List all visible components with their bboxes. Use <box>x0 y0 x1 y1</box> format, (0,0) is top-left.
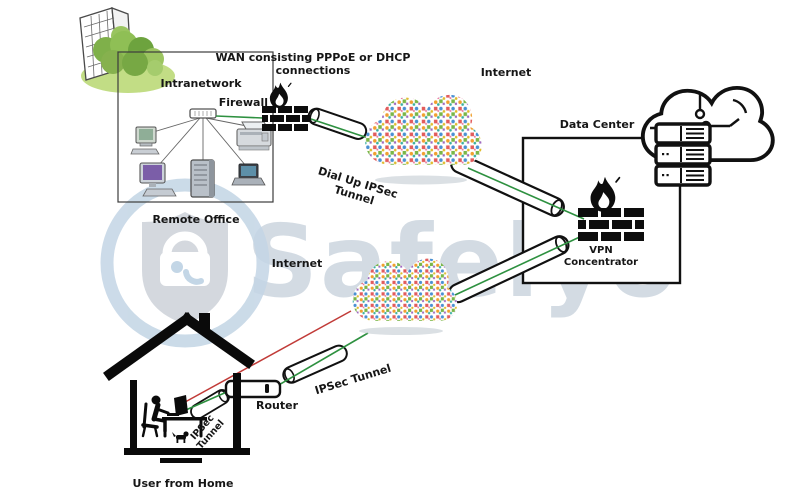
firewall-icon <box>262 82 310 131</box>
vpn-concentrator-icon <box>578 176 644 241</box>
internet-cloud-bottom <box>352 258 458 335</box>
dialup-link-line <box>175 310 352 408</box>
server-rack-icon <box>654 122 712 187</box>
internet-mid-label: Internet <box>271 257 323 270</box>
lan-links <box>149 117 253 167</box>
cloud-server-icon <box>640 85 775 187</box>
router-label: Router <box>255 399 299 412</box>
monitor-icon <box>174 395 188 416</box>
workstation-icon <box>130 126 160 155</box>
laptop-icon <box>231 163 266 186</box>
user-from-home-label: User from Home <box>132 477 234 490</box>
desktop-pc-icon <box>139 162 177 197</box>
printer-icon <box>236 121 272 151</box>
firewall-label: Firewall <box>218 96 268 109</box>
home-user-icon <box>141 395 207 443</box>
dog-icon <box>172 431 189 443</box>
hub-icon <box>189 108 217 119</box>
house-icon <box>103 312 255 463</box>
trees-icon <box>93 26 164 76</box>
internet-cloud-top <box>365 94 482 185</box>
office-building-icon <box>79 7 175 93</box>
internet-top-label: Internet <box>480 66 532 79</box>
server-tower-icon <box>190 159 215 198</box>
data-center-label: Data Center <box>559 118 635 131</box>
chimney <box>199 313 210 333</box>
wan-tunnel-pipe <box>307 107 368 140</box>
intranetwork-label: Intranetwork <box>160 77 242 90</box>
watermark-logo <box>100 178 270 348</box>
remote-office-label: Remote Office <box>152 213 240 226</box>
